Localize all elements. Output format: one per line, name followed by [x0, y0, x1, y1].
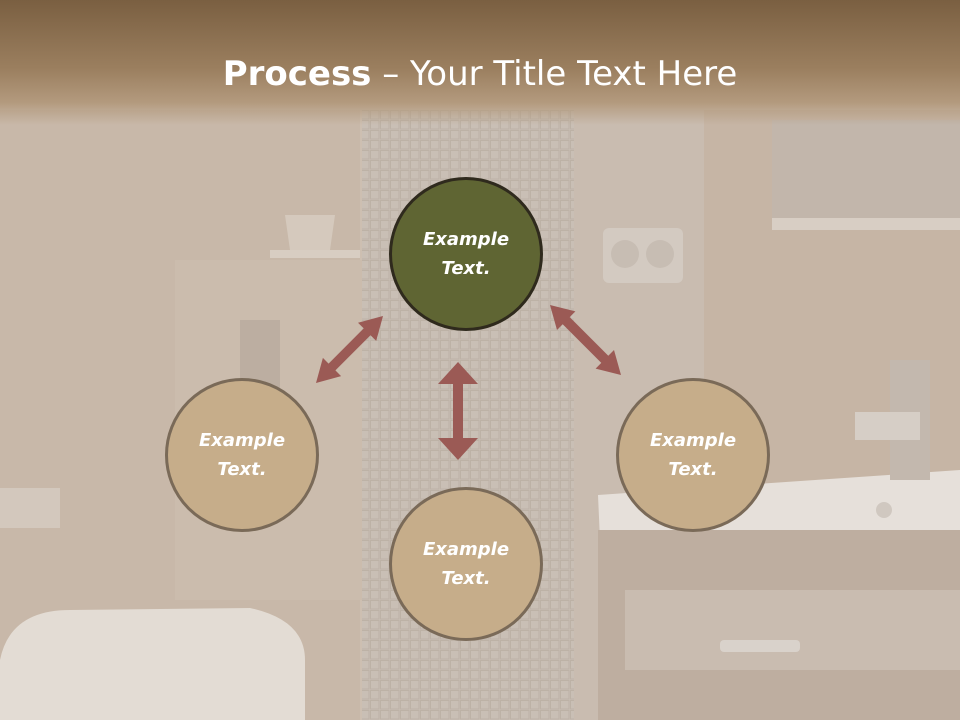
node-bottom-line1: Example [422, 539, 510, 560]
title-bar [0, 0, 960, 125]
process-node-left: Example Text. [165, 378, 319, 532]
node-top-line2: Text. [441, 258, 491, 279]
title-rest: – Your Title Text Here [371, 54, 738, 94]
process-node-bottom: Example Text. [389, 487, 543, 641]
node-left-line2: Text. [217, 459, 267, 480]
slide-title: Process – Your Title Text Here [0, 52, 960, 96]
node-right-line1: Example [649, 430, 737, 451]
node-top-line1: Example [422, 229, 510, 250]
node-left-line1: Example [198, 430, 286, 451]
process-node-top: Example Text. [389, 177, 543, 331]
double-arrow-icon [438, 362, 478, 460]
process-node-right: Example Text. [616, 378, 770, 532]
node-right-line2: Text. [668, 459, 718, 480]
title-bold: Process [222, 54, 372, 94]
double-arrow-icon [550, 305, 621, 375]
double-arrow-icon [316, 316, 383, 383]
node-bottom-line2: Text. [441, 568, 491, 589]
